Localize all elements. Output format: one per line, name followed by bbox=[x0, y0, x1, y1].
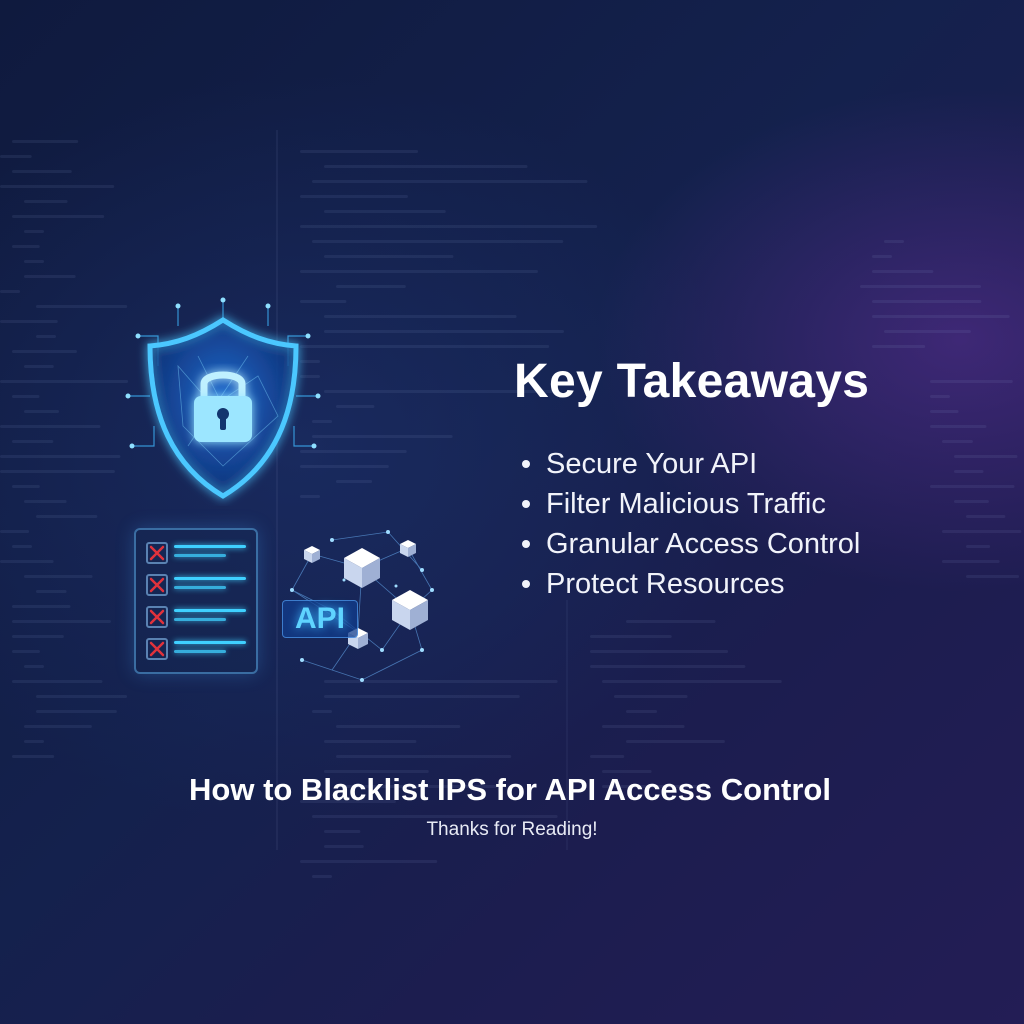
checklist-row bbox=[146, 638, 250, 660]
takeaway-item: Protect Resources bbox=[518, 564, 860, 604]
bullet-icon bbox=[522, 540, 530, 548]
checklist-row bbox=[146, 606, 250, 628]
api-network-icon: API bbox=[272, 520, 452, 685]
checklist-row bbox=[146, 542, 250, 564]
bullet-icon bbox=[522, 500, 530, 508]
checklist-row bbox=[146, 574, 250, 596]
x-mark-icon bbox=[146, 638, 168, 660]
bullet-icon bbox=[522, 460, 530, 468]
blocked-checklist-icon bbox=[134, 528, 258, 674]
bullet-icon bbox=[522, 580, 530, 588]
takeaway-text: Protect Resources bbox=[546, 568, 785, 600]
article-title: How to Blacklist IPS for API Access Cont… bbox=[189, 772, 831, 807]
x-mark-icon bbox=[146, 542, 168, 564]
thanks-subtitle: Thanks for Reading! bbox=[426, 819, 598, 840]
shield-lock-icon bbox=[118, 296, 328, 506]
x-mark-icon bbox=[146, 574, 168, 596]
takeaway-text: Secure Your API bbox=[546, 448, 758, 480]
takeaway-item: Secure Your API bbox=[518, 444, 860, 484]
takeaway-text: Filter Malicious Traffic bbox=[546, 488, 826, 520]
takeaways-list: Secure Your API Filter Malicious Traffic… bbox=[518, 444, 860, 604]
takeaway-item: Filter Malicious Traffic bbox=[518, 484, 860, 524]
key-takeaways-title: Key Takeaways bbox=[514, 355, 870, 408]
takeaway-text: Granular Access Control bbox=[546, 528, 861, 560]
x-mark-icon bbox=[146, 606, 168, 628]
api-label: API bbox=[282, 600, 358, 638]
takeaway-item: Granular Access Control bbox=[518, 524, 860, 564]
